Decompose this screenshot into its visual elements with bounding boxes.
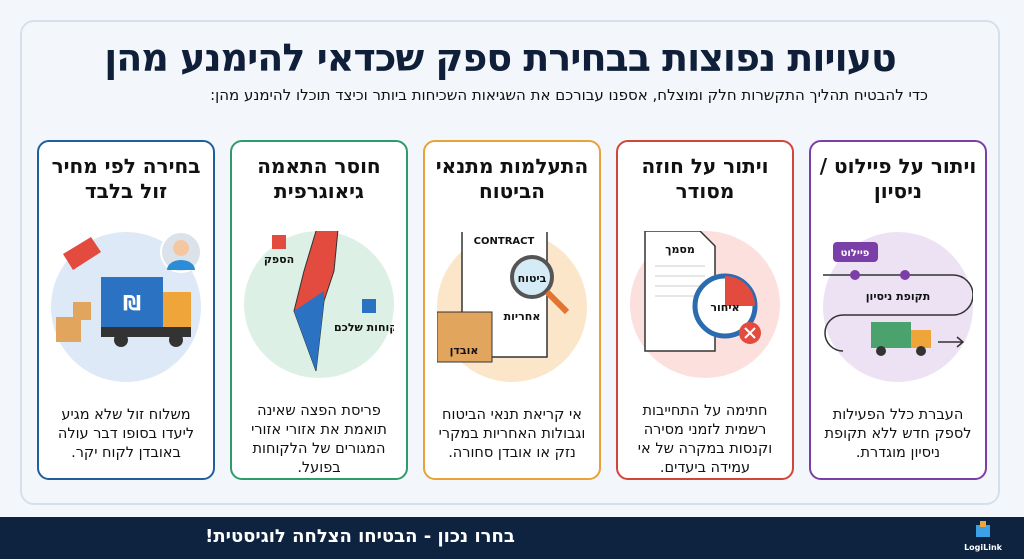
truck-illustration: ₪ — [51, 232, 201, 382]
card-contract: ויתור על חוזה מסודר מסמך איחור חתימה על … — [616, 140, 794, 480]
footer-slogan: בחרו נכון - הבטיחו הצלחה לוגיסטית! — [205, 526, 515, 547]
card-cheap-price: בחירה לפי מחיר זול בלבד ₪ משלוח זול שלא … — [37, 140, 215, 480]
card-title: התעלמות מתנאי הביטוח — [435, 154, 589, 203]
svg-text:אחריות: אחריות — [504, 310, 541, 323]
mistake-cards: ויתור על פיילוט / ניסיון פיילוט תקופת ני… — [37, 140, 987, 480]
insurance-illustration: CONTRACT ביטוח אחריות אובדן — [437, 232, 587, 382]
footer-banner: בחרו נכון - הבטיחו הצלחה לוגיסטית! LogiL… — [0, 517, 1024, 559]
svg-text:מסמך: מסמך — [665, 243, 695, 256]
truck-icon — [871, 322, 931, 356]
svg-text:ביטוח: ביטוח — [518, 272, 547, 285]
card-description: העברת כלל הפעילות לספק חדש ללא תקופת ניס… — [824, 407, 972, 461]
magnifier-icon — [510, 255, 554, 299]
card-insurance: התעלמות מתנאי הביטוח CONTRACT ביטוח אחרי… — [423, 140, 601, 480]
shekel-truck-icon — [101, 277, 163, 327]
card-pilot: ויתור על פיילוט / ניסיון פיילוט תקופת ני… — [809, 140, 987, 480]
card-geography: חוסר התאמה גיאוגרפית הספק לקוחות שלכם פר… — [230, 140, 408, 480]
svg-text:CONTRACT: CONTRACT — [474, 236, 535, 247]
price-tag-icon — [63, 237, 101, 270]
brand-name: LogiLink — [964, 543, 1002, 552]
broken-box-icon — [437, 311, 493, 363]
brand-logo: LogiLink — [964, 521, 1002, 552]
card-title: בחירה לפי מחיר זול בלבד — [51, 154, 201, 203]
trial-period-label: תקופת ניסיון — [866, 290, 930, 303]
card-description: משלוח זול שלא מגיע ליעדו בסופו דבר עולה … — [57, 407, 195, 461]
svg-text:אובדן: אובדן — [450, 344, 479, 357]
contract-illustration: מסמך איחור — [630, 230, 780, 378]
page-subtitle: כדי להבטיח תהליך התקשרות חלק ומוצלח, אספ… — [210, 86, 928, 104]
card-title: ויתור על חוזה מסודר — [641, 154, 769, 203]
map-illustration: הספק לקוחות שלכם — [244, 230, 394, 378]
svg-text:₪: ₪ — [123, 291, 141, 315]
svg-text:איחור: איחור — [710, 301, 739, 314]
card-title: חוסר התאמה גיאוגרפית — [257, 154, 381, 203]
pilot-illustration: פיילוט תקופת ניסיון — [823, 232, 973, 382]
page-title: טעויות נפוצות בבחירת ספק שכדאי להימנע מה… — [104, 36, 897, 80]
decorative-frame — [20, 20, 1000, 505]
svg-text:הספק: הספק — [264, 253, 294, 266]
pilot-tag: פיילוט — [841, 248, 870, 259]
card-description: פריסת הפצה שאינה תואמת את אזורי אזורי המ… — [251, 403, 387, 476]
card-description: חתימה על התחייבות רשמית לזמני מסירה וקנס… — [637, 403, 773, 476]
logo-box-icon — [976, 521, 991, 537]
svg-text:לקוחות שלכם: לקוחות שלכם — [334, 321, 394, 334]
card-title: ויתור על פיילוט / ניסיון — [819, 154, 977, 203]
card-description: אי קריאת תנאי הביטוח וגבולות האחריות במק… — [438, 407, 586, 461]
